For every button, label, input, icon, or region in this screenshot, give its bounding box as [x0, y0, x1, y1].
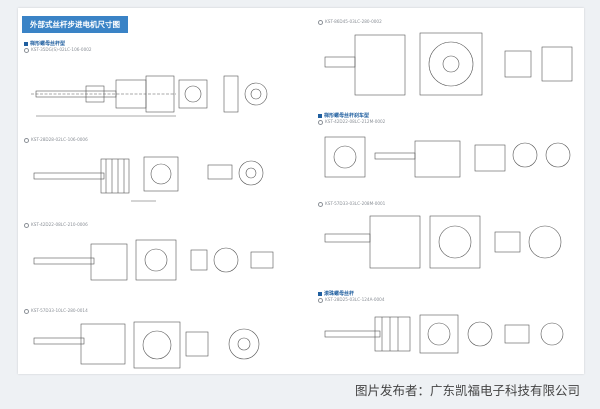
drawing-28-series: [33, 156, 264, 202]
bullet-icon: [24, 308, 29, 314]
drawing-57-series: [33, 321, 260, 369]
section-heading-text: 梯形螺母丝杆刹车型: [324, 113, 370, 119]
model-text: KST-28D28-02LC-106-0006: [31, 137, 88, 142]
bullet-icon: [318, 201, 323, 207]
model-text: KST-42D22-08LC-212M-0002: [325, 119, 386, 124]
model-text: KST-35DG(S)-02LC-106-0002: [31, 47, 92, 52]
model-label: KST-28D25-03LC-124A-0004: [318, 297, 385, 303]
section-heading-text: 梯形螺母丝杆型: [30, 41, 66, 47]
model-label: KST-35DG(S)-02LC-106-0002: [24, 47, 92, 53]
section-marker: [24, 41, 28, 46]
model-label: KST-57D33-10LC-280-0014: [24, 308, 88, 314]
drawing-42-brake: [324, 136, 571, 178]
drawing-ballscrew: [324, 314, 564, 354]
catalog-sheet: [18, 8, 584, 374]
drawing-57-brake: [324, 215, 562, 269]
section-heading-ballscrew: 滚珠螺母丝杆: [318, 290, 354, 297]
section-marker: [318, 291, 322, 296]
publisher-credit: 图片发布者：广东凯福电子科技有限公司: [354, 383, 580, 398]
bullet-icon: [24, 222, 29, 228]
drawing-35-series: [31, 75, 268, 117]
model-text: KST-57D33-03LC-208M-0001: [325, 201, 386, 206]
bullet-icon: [318, 297, 323, 303]
bullet-icon: [24, 47, 29, 53]
section-heading-brake: 梯形螺母丝杆刹车型: [318, 112, 369, 119]
bullet-icon: [318, 19, 323, 25]
model-text: KST-28D25-03LC-124A-0004: [325, 297, 385, 302]
model-label: KST-86D45-03LC-280-0002: [318, 19, 382, 25]
model-label: KST-42D22-08LC-210-0006: [24, 222, 88, 228]
section-heading-left: 梯形螺母丝杆型: [24, 40, 65, 47]
model-text: KST-42D22-08LC-210-0006: [31, 222, 88, 227]
drawing-86-series: [324, 32, 573, 96]
page-title: 外部式丝杆步进电机尺寸图: [22, 16, 128, 33]
bullet-icon: [318, 119, 323, 125]
section-marker: [318, 113, 322, 118]
bullet-icon: [24, 137, 29, 143]
model-label: KST-57D33-03LC-208M-0001: [318, 201, 385, 207]
section-heading-text: 滚珠螺母丝杆: [324, 291, 355, 297]
model-label: KST-42D22-08LC-212M-0002: [318, 119, 385, 125]
model-text: KST-86D45-03LC-280-0002: [325, 19, 382, 24]
model-text: KST-57D33-10LC-280-0014: [31, 308, 88, 313]
model-label: KST-28D28-02LC-106-0006: [24, 137, 88, 143]
drawing-42-series: [33, 239, 274, 281]
